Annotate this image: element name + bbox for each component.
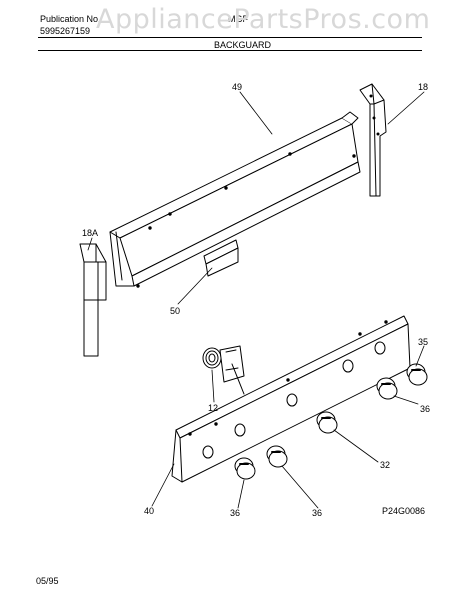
- watermark: AppliancePartsPros.com: [96, 4, 431, 35]
- knob-36-upper: [376, 377, 398, 400]
- callout-18: 18: [418, 82, 428, 92]
- callout-49: 49: [232, 82, 242, 92]
- callout-36-center: 36: [312, 508, 322, 518]
- knob-35: [406, 363, 428, 386]
- header-rule: [38, 37, 422, 38]
- knob-36-center: [266, 445, 288, 468]
- callout-36-left: 36: [230, 508, 240, 518]
- leader-lines: [87, 91, 425, 509]
- knob-32: [316, 411, 338, 434]
- diagram-code: P24G0086: [382, 506, 425, 516]
- callout-32: 32: [380, 460, 390, 470]
- callout-40: 40: [144, 506, 154, 516]
- end-cap-right: [359, 83, 387, 197]
- section-title: BACKGUARD: [214, 40, 272, 50]
- end-cap-left: [79, 243, 107, 357]
- thermostat-switch: [202, 345, 245, 395]
- control-knobs: [234, 363, 428, 480]
- callout-50: 50: [170, 306, 180, 316]
- backguard-panel: [109, 111, 361, 288]
- control-panel: [171, 315, 411, 483]
- callout-35: 35: [418, 337, 428, 347]
- callout-12: 12: [208, 403, 218, 413]
- publication-label: Publication No.: [40, 14, 101, 24]
- model-number: MGF: [228, 14, 248, 24]
- footer-date: 05/95: [36, 576, 59, 586]
- callout-18a: 18A: [82, 228, 98, 238]
- publication-number: 5995267159: [40, 26, 91, 36]
- panel-clip: [203, 239, 239, 277]
- callout-36-right: 36: [420, 404, 430, 414]
- section-rule: [38, 50, 422, 51]
- knob-36-left: [234, 457, 256, 480]
